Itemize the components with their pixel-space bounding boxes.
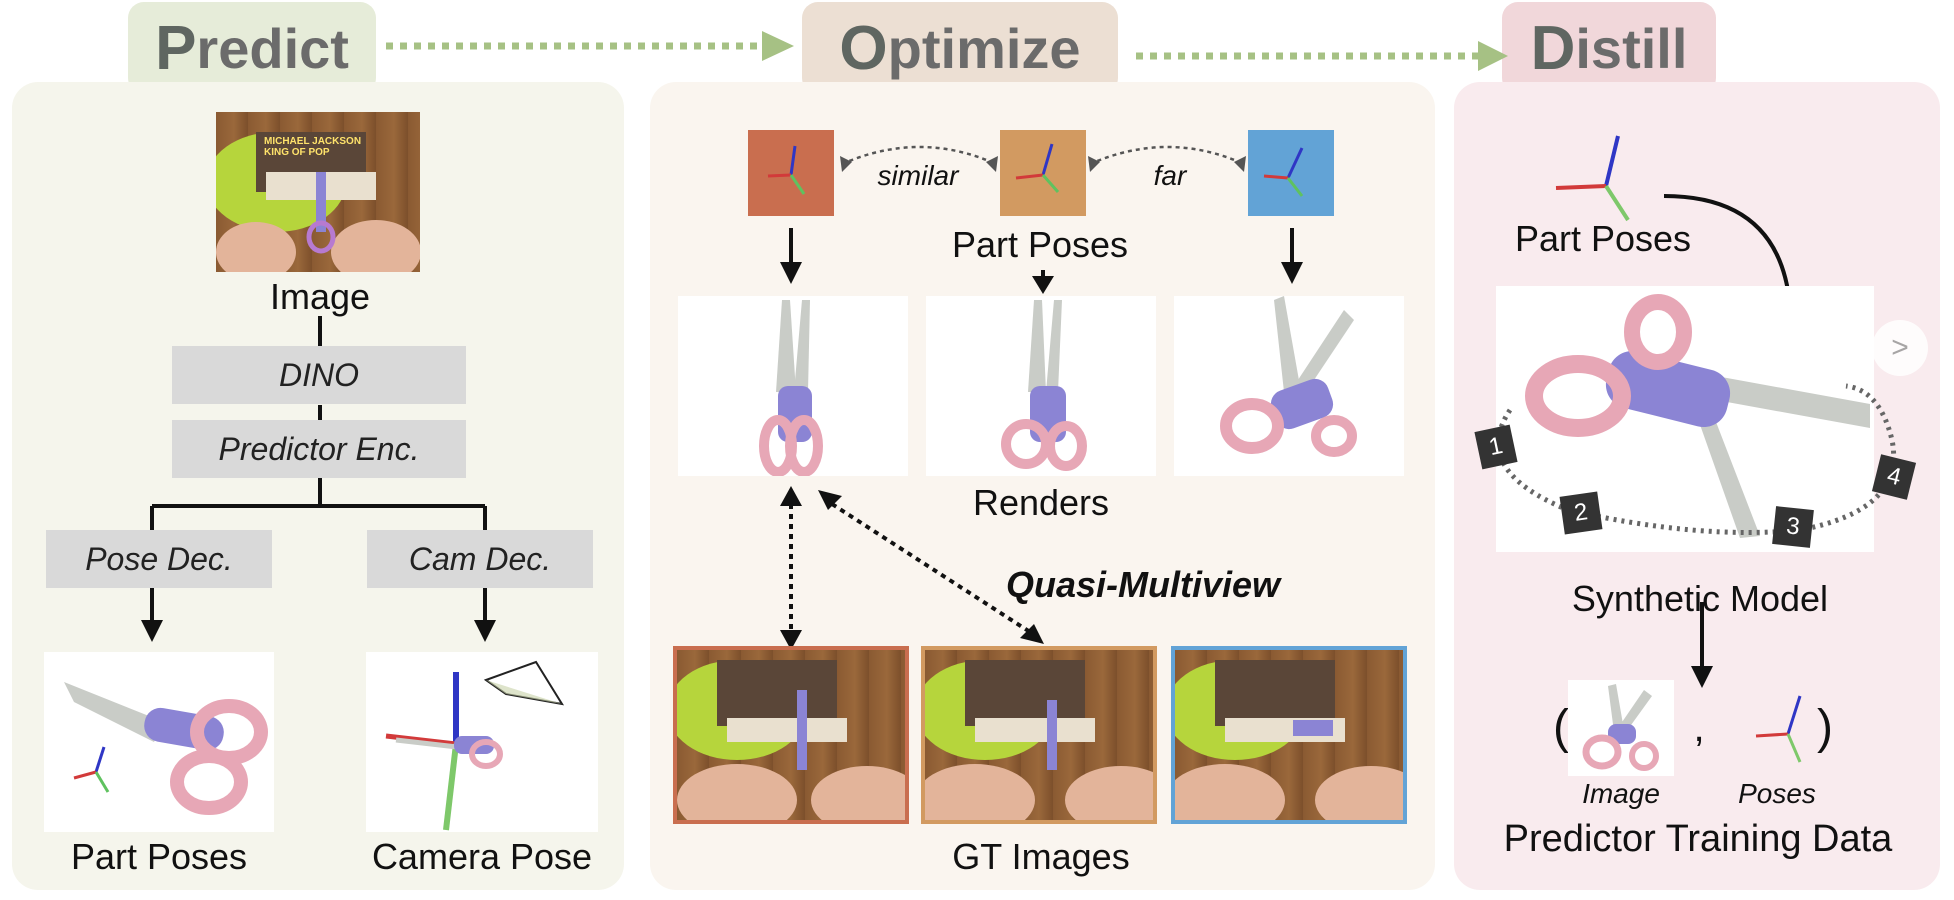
book-title-text: MICHAEL JACKSON KING OF POP [264,136,362,158]
quasi-multiview-label: Quasi-Multiview [1006,564,1281,605]
poses-caption: Poses [1738,778,1816,809]
image-caption: Image [1582,778,1660,809]
gt-image-3 [1171,646,1407,824]
camera-marker-2-number: 2 [1572,498,1590,527]
image-label: Image [269,276,371,317]
far-label: far [1153,160,1187,191]
chevron-right-icon: > [1891,331,1909,364]
camera-marker-1-number: 1 [1486,431,1506,462]
pose-square-blue [1248,130,1334,216]
camera-marker-4-number: 4 [1884,461,1904,492]
stage-optimize-initial: O [839,13,888,83]
camera-decoder-box: Cam Dec. [367,530,593,588]
pose-decoder-box: Pose Dec. [46,530,272,588]
pose-square-orange [1000,130,1086,216]
stage-predict-initial: P [155,13,197,83]
stage-distill-initial: D [1530,13,1576,83]
similar-label: similar [877,160,959,191]
next-slide-button[interactable]: > [1872,320,1928,376]
predictor-training-data-label: Predictor Training Data [1503,818,1893,860]
camera-marker-3: 3 [1772,506,1814,548]
camera-marker-1: 1 [1474,424,1518,470]
pose-square-red [748,130,834,216]
camera-pose-image [366,652,598,832]
renders-label: Renders [972,482,1110,523]
render-image-2 [926,296,1156,476]
camera-pose-label: Camera Pose [371,836,593,877]
comma: , [1693,706,1705,750]
render-image-3 [1174,296,1404,476]
synthetic-model-label: Synthetic Model [1571,578,1829,619]
predict-part-poses-label: Part Poses [70,836,248,877]
gt-image-1 [673,646,909,824]
training-image-thumbnail [1568,680,1674,776]
stage-distill-rest: istill [1575,16,1688,80]
gt-image-2 [921,646,1157,824]
optimize-part-poses-label: Part Poses [951,224,1129,265]
stage-optimize-rest: ptimize [887,16,1081,80]
predictor-encoder-box: Predictor Enc. [172,420,466,478]
dino-box: DINO [172,346,466,404]
predicted-part-poses-image [44,652,274,832]
close-paren: ) [1817,701,1833,754]
input-image: MICHAEL JACKSON KING OF POP [216,112,420,272]
render-image-1 [678,296,908,476]
distill-part-poses-label: Part Poses [1514,218,1692,259]
camera-marker-3-number: 3 [1784,512,1802,541]
open-paren: ( [1553,701,1569,754]
stage-predict-rest: redict [196,16,349,80]
gt-images-label: GT Images [952,836,1130,877]
camera-marker-2: 2 [1559,491,1603,535]
